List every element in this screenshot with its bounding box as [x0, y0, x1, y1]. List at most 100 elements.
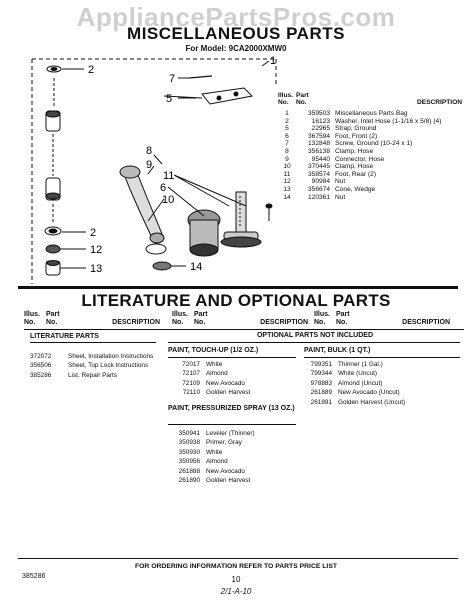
part-no: 350941 — [178, 430, 200, 437]
part-no: 359503 — [307, 110, 330, 117]
table-row: 12 90984 Nut — [278, 178, 468, 186]
part-description: Golden Harvest — [206, 389, 251, 397]
part-description: Clamp, Hose — [335, 163, 374, 171]
part-description: Almond — [206, 458, 228, 466]
part-no: 350938 — [178, 439, 200, 447]
callout-2b: 2 — [90, 227, 96, 239]
part-description: New Avocado — [206, 467, 245, 475]
page-number: 10 — [231, 575, 241, 584]
part-no: 356138 — [307, 147, 330, 155]
illus-no: 10 — [283, 163, 291, 171]
illus-no: 7 — [285, 140, 289, 148]
table-row: 8 356138 Clamp, Hose — [278, 148, 468, 156]
part-no: 358574 — [307, 170, 330, 178]
list-item: 799344 White (Uncut) — [300, 370, 450, 377]
spray-list: 350941 Leveler (Thinner) 350938 Primer, Gra… — [168, 430, 298, 486]
optional-heading: OPTIONAL PARTS NOT INCLUDED — [256, 332, 374, 339]
handwritten-note: 2/1-A-10 — [220, 587, 252, 596]
header-part-no: No. — [296, 99, 307, 106]
part-no: 799344 — [310, 370, 332, 378]
part-description: Thinner (1 Gal.) — [338, 361, 383, 368]
footer-rule — [18, 558, 458, 559]
parts-diagram: 2 2 12 13 7 5 8 9 11 6 10 14 1 — [31, 56, 277, 284]
part-no: 356674 — [307, 185, 330, 193]
part-no: 132848 — [307, 140, 330, 148]
callout-13: 13 — [90, 263, 102, 275]
part-description: Cone, Wedge — [335, 185, 376, 193]
part-description: Connector, Hose — [335, 155, 385, 163]
list-item: 350938 Primer, Gray — [168, 439, 298, 446]
part-description: Clamp, Hose — [335, 147, 374, 155]
touchup-rule — [168, 357, 296, 358]
part-no: 72109 — [182, 379, 200, 387]
literature-title: LITERATURE AND OPTIONAL PARTS — [81, 291, 391, 310]
part-description: Almond — [206, 370, 228, 378]
callout-8: 8 — [146, 145, 152, 157]
part-no: 72107 — [182, 370, 200, 378]
part-description: Primer, Gray — [206, 439, 242, 447]
part-description: Sheet, Top Lock Instructions — [68, 362, 149, 370]
part-description: Nut — [335, 193, 346, 201]
illus-no: 14 — [283, 193, 291, 201]
illus-no: 13 — [283, 185, 291, 193]
part-no: 367594 — [307, 132, 330, 140]
part-no: 120361 — [307, 193, 330, 201]
table-row: 11 358574 Foot, Rear (2) — [278, 171, 468, 179]
callout-9: 9 — [146, 159, 152, 171]
callout-6: 6 — [160, 182, 166, 194]
part-no: 350930 — [178, 448, 200, 456]
part-description: List, Repair Parts — [68, 371, 118, 379]
part-description: Golden Harvest — [206, 477, 251, 485]
literature-rule — [30, 342, 156, 343]
list-item: 350941 Leveler (Thinner) — [168, 430, 298, 437]
part-description: Almond (Uncut) — [338, 379, 383, 387]
part-description: New Avocado (Uncut) — [338, 389, 400, 397]
illus-no: 1 — [285, 110, 289, 117]
part-description: Foot, Front (2) — [335, 132, 378, 140]
illus-no: 5 — [285, 125, 289, 133]
part-no: 350956 — [178, 458, 200, 466]
part-description: White (Uncut) — [338, 370, 378, 378]
illus-no: 8 — [285, 147, 289, 155]
part-no: 95440 — [311, 155, 330, 163]
document-id: 385286 — [22, 573, 46, 580]
model-line: For Model: 9CA2000XMW0 — [185, 44, 287, 53]
callout-14: 14 — [190, 261, 202, 273]
part-description: Miscellaneous Parts Bag — [335, 110, 408, 117]
illus-no: 9 — [285, 155, 289, 163]
literature-heading: LITERATURE PARTS — [30, 333, 99, 340]
list-item: 72107 Almond — [168, 370, 298, 377]
part-description: Foot, Rear (2) — [335, 170, 377, 178]
callout-1: 1 — [270, 56, 276, 67]
illus-no: 11 — [283, 170, 291, 178]
illus-no: 2 — [285, 117, 289, 125]
part-description: Leveler (Thinner) — [206, 430, 255, 437]
part-no: 90984 — [311, 178, 330, 186]
spray-heading: PAINT, PRESSURIZED SPRAY (13 OZ.) — [168, 405, 295, 412]
callout-5: 5 — [166, 93, 172, 105]
part-description: Golden Harvest (Uncut) — [338, 398, 406, 406]
table-row: 1 359503 Miscellaneous Parts Bag — [278, 110, 468, 118]
section-rule-top — [18, 286, 458, 289]
illus-no: 12 — [283, 178, 291, 186]
part-description: White — [206, 448, 223, 456]
part-description: Nut — [335, 178, 346, 186]
part-no: 72017 — [182, 361, 200, 368]
